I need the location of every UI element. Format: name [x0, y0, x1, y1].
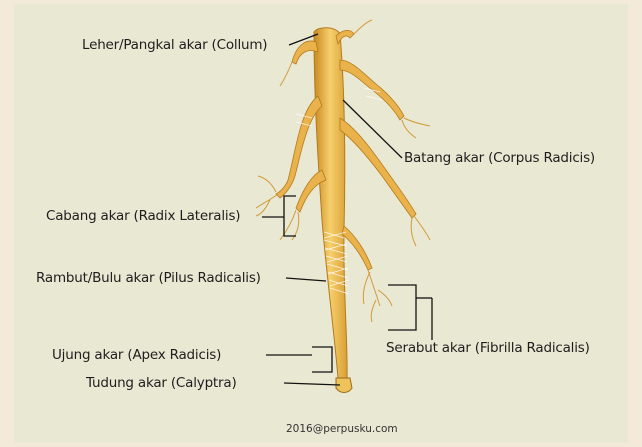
- label-radix-lateralis: Cabang akar (Radix Lateralis): [46, 208, 240, 224]
- label-fibrilla-radicalis: Serabut akar (Fibrilla Radicalis): [386, 340, 590, 356]
- credit-text: 2016@perpusku.com: [286, 423, 398, 435]
- label-corpus-radicis: Batang akar (Corpus Radicis): [404, 150, 595, 166]
- lateral-root-mid-right: [340, 118, 416, 218]
- label-collum: Leher/Pangkal akar (Collum): [82, 37, 267, 53]
- label-calyptra: Tudung akar (Calyptra): [86, 375, 237, 391]
- main-root: [314, 28, 350, 388]
- label-apex-radicis: Ujung akar (Apex Radicis): [52, 347, 221, 363]
- label-pilus-radicalis: Rambut/Bulu akar (Pilus Radicalis): [36, 270, 261, 286]
- lateral-root-lower-right: [342, 226, 372, 270]
